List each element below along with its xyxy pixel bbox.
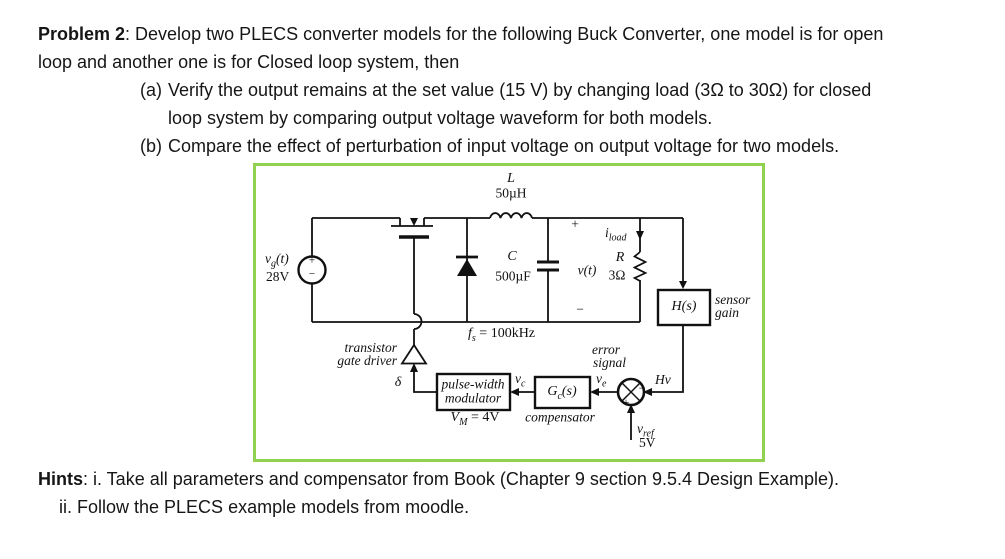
fs-pre: f <box>468 326 472 341</box>
gc-pre: G <box>547 384 558 399</box>
wire-pwm-to-driver <box>413 370 437 393</box>
sensor-box-label: H(s) <box>671 299 697 314</box>
pwm-box-line-2: modulator <box>444 390 502 406</box>
iload-pre: i <box>605 225 609 240</box>
buck-converter-schematic <box>297 212 712 440</box>
problem-statement-line-1: Problem 2: Develop two PLECS converter m… <box>38 24 883 45</box>
driver-caption-2: gate driver <box>337 352 397 368</box>
vref-value: 5V <box>639 435 656 450</box>
driver-input-arrow <box>410 363 418 372</box>
gate-jump-hook <box>413 313 423 330</box>
inductor-label: L <box>507 171 515 186</box>
hints-line-2: ii. Follow the PLECS example models from… <box>59 497 470 517</box>
vg-pre: v <box>265 251 271 266</box>
problem-label: Problem 2 <box>38 24 126 44</box>
ve-sub: e <box>602 378 607 390</box>
output-minus-sign: − <box>576 301 584 317</box>
compensator-caption: compensator <box>525 409 595 425</box>
vref-arrow <box>627 404 635 413</box>
sum-plus-sign: + <box>622 395 630 409</box>
fs-post: = 100kHz <box>475 326 536 341</box>
vref-sub: ref <box>643 428 654 440</box>
sensor-input-arrow <box>679 281 687 289</box>
iload-sub: load <box>608 232 627 244</box>
vm-post: = 4V <box>467 410 500 425</box>
resistor-zigzag <box>632 251 648 282</box>
source-voltage-value: 28V <box>266 269 290 284</box>
gc-post: (s) <box>561 384 577 399</box>
vm-pre: V <box>450 410 460 425</box>
iload-arrow <box>636 231 644 240</box>
hv-signal-label: Hv <box>655 372 671 387</box>
source-minus-sign: − <box>308 268 316 281</box>
mosfet-terminals <box>399 218 425 226</box>
arrowheads <box>410 231 687 413</box>
fs-sub: s <box>471 332 476 344</box>
inductor-value: 50µH <box>495 185 527 201</box>
ve-signal-label: ve <box>596 371 606 389</box>
vg-post: (t) <box>276 251 289 266</box>
compensator-box-label: Gc(s) <box>547 384 577 402</box>
vref-pre: v <box>637 421 643 436</box>
problem-line-1-rest: : Develop two PLECS converter models for… <box>125 24 884 44</box>
capacitor-plates <box>537 260 559 272</box>
driver-triangle <box>400 343 428 365</box>
error-signal-caption-2: signal <box>593 354 627 370</box>
source-circle <box>297 255 327 285</box>
diode-triangle <box>457 259 477 276</box>
item-b-text-1: Compare the effect of perturbation of in… <box>168 136 840 156</box>
output-plus-sign: + <box>571 216 579 232</box>
sum-minus-sign: − <box>638 381 646 395</box>
hs-box-rect <box>656 288 712 327</box>
delta-label: δ <box>394 375 402 390</box>
hints-label: Hints <box>38 469 83 489</box>
sensor-caption-1: sensor <box>715 292 751 307</box>
hints-line-1-rest: : i. Take all parameters and compensator… <box>83 469 840 489</box>
vg-sub: g <box>271 258 276 270</box>
sensor-caption-2: gain <box>715 305 740 320</box>
problem-statement-line-2: loop and another one is for Closed loop … <box>38 52 460 72</box>
sum-cross <box>621 382 641 402</box>
buck-converter-figure: L 50µH vg(t) 28V + − C 500µF + v(t) − il… <box>253 163 765 462</box>
item-b-marker: (b) <box>140 136 162 156</box>
vc-sub: c <box>521 378 526 390</box>
gc-box-rect <box>533 375 592 410</box>
resistor-value: 3Ω <box>608 267 626 283</box>
item-a-line-1: (a) Verify the output remains at the set … <box>140 80 871 101</box>
vc-arrow <box>510 388 519 396</box>
load-current-label: iload <box>605 225 627 243</box>
error-signal-caption-1: error <box>592 342 621 357</box>
diode-symbol <box>456 255 478 276</box>
switching-frequency-label: fs = 100kHz <box>468 326 536 344</box>
hints-line-1: Hints: i. Take all parameters and compen… <box>38 469 839 490</box>
capacitor-value: 500µF <box>495 268 531 284</box>
item-a-text-1: Verify the output remains at the set val… <box>168 80 872 100</box>
item-b-line-1: (b) Compare the effect of perturbation of… <box>140 136 839 157</box>
gate-line <box>413 238 423 345</box>
driver-caption-1: transistor <box>344 340 397 355</box>
item-a-marker: (a) <box>140 80 162 100</box>
vc-signal-label: vc <box>515 371 525 389</box>
item-a-line-2: loop system by comparing output voltage … <box>168 108 713 128</box>
vm-label: VM = 4V <box>450 410 500 428</box>
source-plus-sign: + <box>308 254 316 267</box>
hv-arrow <box>643 388 652 396</box>
ve-pre: v <box>596 371 602 386</box>
ve-arrow <box>590 388 599 396</box>
pwm-box-line-1: pulse-width <box>441 376 505 392</box>
vc-pre: v <box>515 371 521 386</box>
inductor-coil <box>489 212 533 219</box>
vref-label: vref <box>637 421 654 439</box>
source-voltage-label: vg(t) <box>265 251 289 269</box>
capacitor-label: C <box>507 249 517 264</box>
wire-sensor-output <box>645 325 684 393</box>
gc-sub: c <box>557 390 562 402</box>
vm-sub: M <box>459 416 468 428</box>
mosfet-arrow <box>410 218 418 226</box>
output-voltage-label: v(t) <box>577 262 597 278</box>
resistor-label: R <box>615 250 625 265</box>
